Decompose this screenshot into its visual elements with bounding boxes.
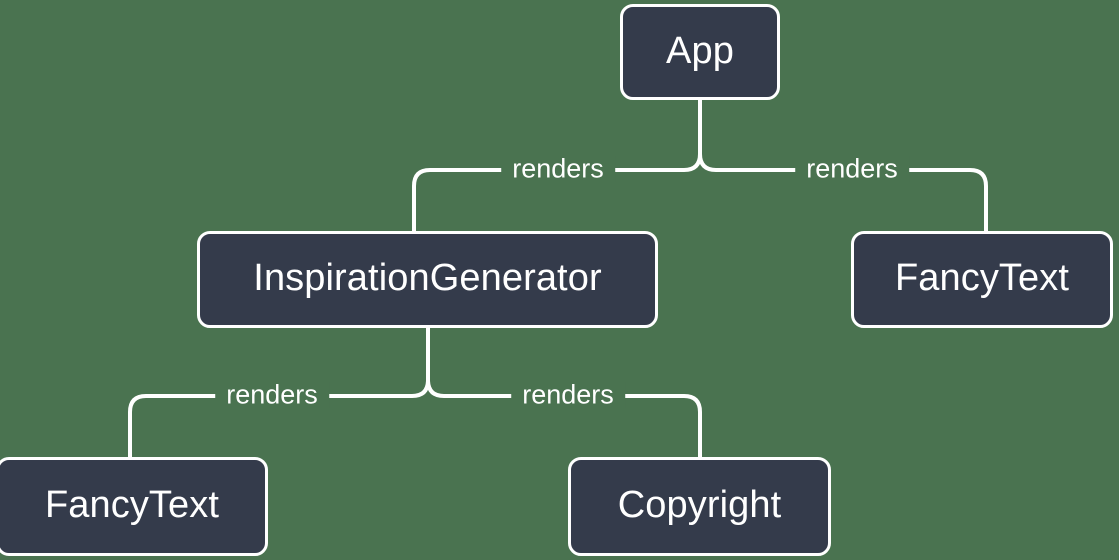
node-app-label: App [666, 29, 734, 72]
node-fancytext-right-label: FancyText [894, 257, 1070, 299]
node-copyright-label: Copyright [617, 484, 782, 526]
edge-label-inspirationgenerator-to-copyright: renders [511, 381, 625, 409]
edge-label-app-to-inspirationgenerator: renders [501, 155, 615, 183]
node-app[interactable]: App [620, 4, 780, 100]
edge-label-app-to-fancytext-right: renders [795, 155, 909, 183]
node-inspirationgenerator-label: InspirationGenerator [253, 257, 602, 299]
node-inspirationgenerator[interactable]: InspirationGenerator [197, 231, 658, 328]
node-fancytext-left[interactable]: FancyText [0, 457, 268, 556]
node-fancytext-right[interactable]: FancyText [851, 231, 1113, 328]
node-fancytext-left-label: FancyText [44, 484, 220, 526]
edge-label-inspirationgenerator-to-fancytext-left: renders [215, 381, 329, 409]
node-copyright[interactable]: Copyright [568, 457, 831, 556]
